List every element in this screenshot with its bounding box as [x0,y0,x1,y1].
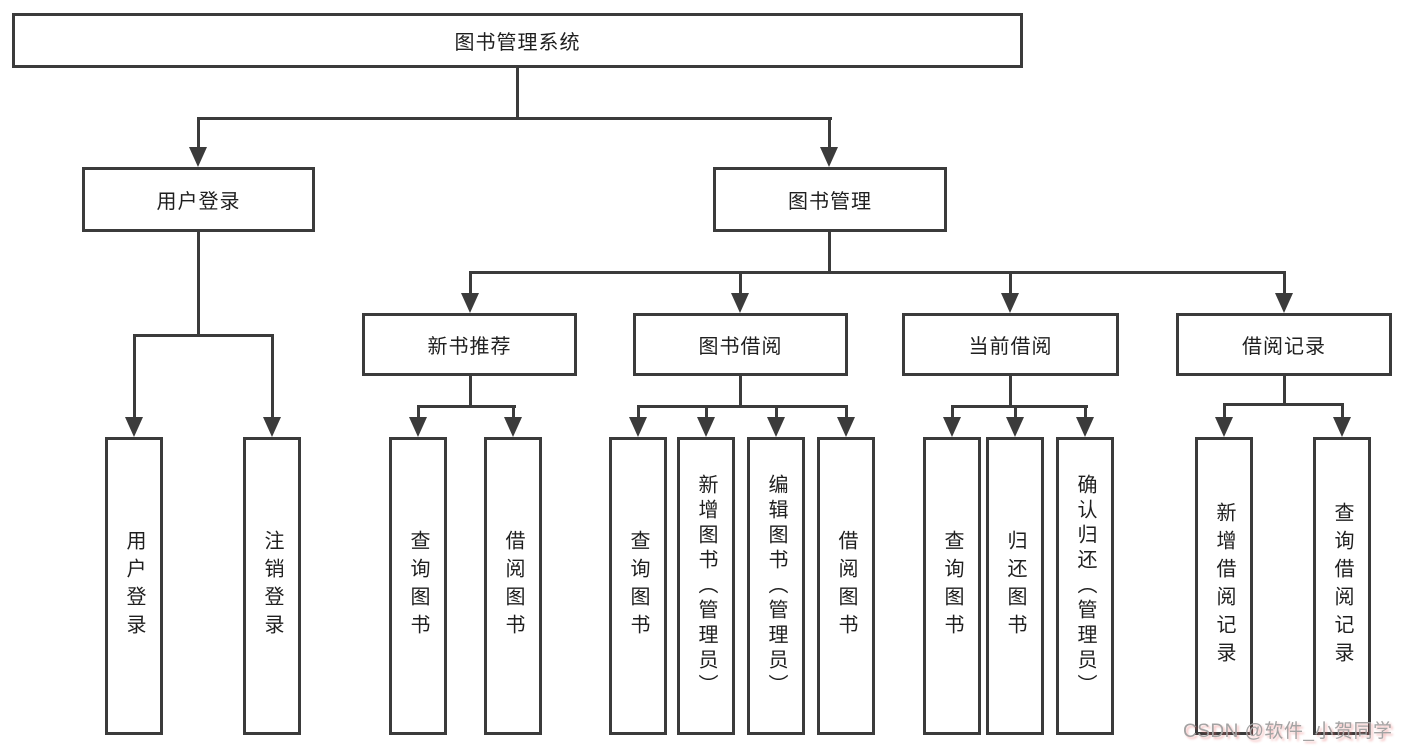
node-book-borrowing-label: 图书借阅 [698,336,783,358]
connector-line [845,405,848,417]
arrow-down-icon [125,417,143,437]
leaf-br-add-record-label: 新增借阅记录 [1213,502,1235,670]
connector-line [1009,376,1012,407]
arrow-down-icon [943,417,961,437]
arrow-down-icon [1275,293,1293,313]
leaf-nb-query-books-label: 查询图书 [407,530,429,642]
connector-line [469,376,472,407]
leaf-nb-borrow-books-label: 借阅图书 [502,530,524,642]
node-root-label: 图书管理系统 [454,32,581,54]
leaf-user-login: 用户登录 [105,437,163,735]
node-book-management-label: 图书管理 [788,191,872,213]
connector-line [951,405,1088,408]
connector-line [516,68,519,119]
arrow-down-icon [409,417,427,437]
connector-line [133,334,136,417]
arrow-down-icon [767,417,785,437]
connector-line [271,334,274,417]
connector-line [951,405,954,417]
arrow-down-icon [697,417,715,437]
arrow-down-icon [461,293,479,313]
arrow-down-icon [263,417,281,437]
node-book-management: 图书管理 [713,167,947,232]
leaf-br-query-record-label: 查询借阅记录 [1331,502,1353,670]
connector-line [637,405,640,417]
leaf-cb-query-books-label: 查询图书 [941,530,963,642]
connector-line [637,405,848,408]
leaf-bb-query-books-label: 查询图书 [627,530,649,642]
connector-line [197,232,200,336]
arrow-down-icon [1001,293,1019,313]
node-borrowing-records: 借阅记录 [1176,313,1392,376]
leaf-logout: 注销登录 [243,437,301,735]
arrow-down-icon [820,147,838,167]
connector-line [775,405,778,417]
connector-line [417,405,420,417]
connector-line [739,271,742,293]
leaf-cb-return-books-label: 归还图书 [1004,530,1026,642]
connector-line [469,271,472,293]
arrow-down-icon [1333,417,1351,437]
arrow-down-icon [1215,417,1233,437]
connector-line [197,117,832,120]
node-borrowing-records-label: 借阅记录 [1242,336,1326,358]
node-user-login: 用户登录 [82,167,315,232]
connector-line [828,117,831,149]
arrow-down-icon [504,417,522,437]
leaf-nb-query-books: 查询图书 [389,437,447,735]
leaf-cb-query-books: 查询图书 [923,437,981,735]
leaf-cb-confirm-return-admin-label: 确认归还（管理员） [1074,473,1096,699]
connector-line [1084,405,1087,417]
connector-line [1341,403,1344,417]
node-new-book-recommendation: 新书推荐 [362,313,577,376]
arrow-down-icon [189,147,207,167]
connector-line [512,405,515,417]
leaf-user-login-label: 用户登录 [123,530,145,642]
connector-line [1283,271,1286,293]
connector-line [417,405,516,408]
leaf-br-add-record: 新增借阅记录 [1195,437,1253,735]
leaf-bb-borrow-books: 借阅图书 [817,437,875,735]
connector-line [705,405,708,417]
connector-line [1223,403,1344,406]
connector-line [133,334,274,337]
leaf-bb-add-book-admin-label: 新增图书（管理员） [695,473,717,699]
connector-line [1223,403,1226,417]
leaf-logout-label: 注销登录 [261,530,283,642]
leaf-bb-edit-book-admin-label: 编辑图书（管理员） [765,473,787,699]
leaf-bb-query-books: 查询图书 [609,437,667,735]
leaf-br-query-record: 查询借阅记录 [1313,437,1371,735]
node-current-borrowing: 当前借阅 [902,313,1119,376]
connector-line [739,376,742,407]
node-user-login-label: 用户登录 [156,191,241,213]
node-current-borrowing-label: 当前借阅 [968,336,1053,358]
node-root: 图书管理系统 [12,13,1023,68]
connector-line [197,117,200,149]
connector-line [1283,376,1286,405]
arrow-down-icon [1006,417,1024,437]
connector-line [828,232,831,273]
arrow-down-icon [731,293,749,313]
arrow-down-icon [629,417,647,437]
leaf-bb-add-book-admin: 新增图书（管理员） [677,437,735,735]
leaf-bb-edit-book-admin: 编辑图书（管理员） [747,437,805,735]
node-new-book-recommendation-label: 新书推荐 [427,336,512,358]
arrow-down-icon [1076,417,1094,437]
leaf-nb-borrow-books: 借阅图书 [484,437,542,735]
arrow-down-icon [837,417,855,437]
watermark: CSDN @软件_小贺同学 [1183,721,1393,742]
connector-line [1014,405,1017,417]
leaf-cb-confirm-return-admin: 确认归还（管理员） [1056,437,1114,735]
leaf-cb-return-books: 归还图书 [986,437,1044,735]
connector-line [1009,271,1012,293]
connector-line [469,271,1286,274]
node-book-borrowing: 图书借阅 [633,313,848,376]
leaf-bb-borrow-books-label: 借阅图书 [835,530,857,642]
